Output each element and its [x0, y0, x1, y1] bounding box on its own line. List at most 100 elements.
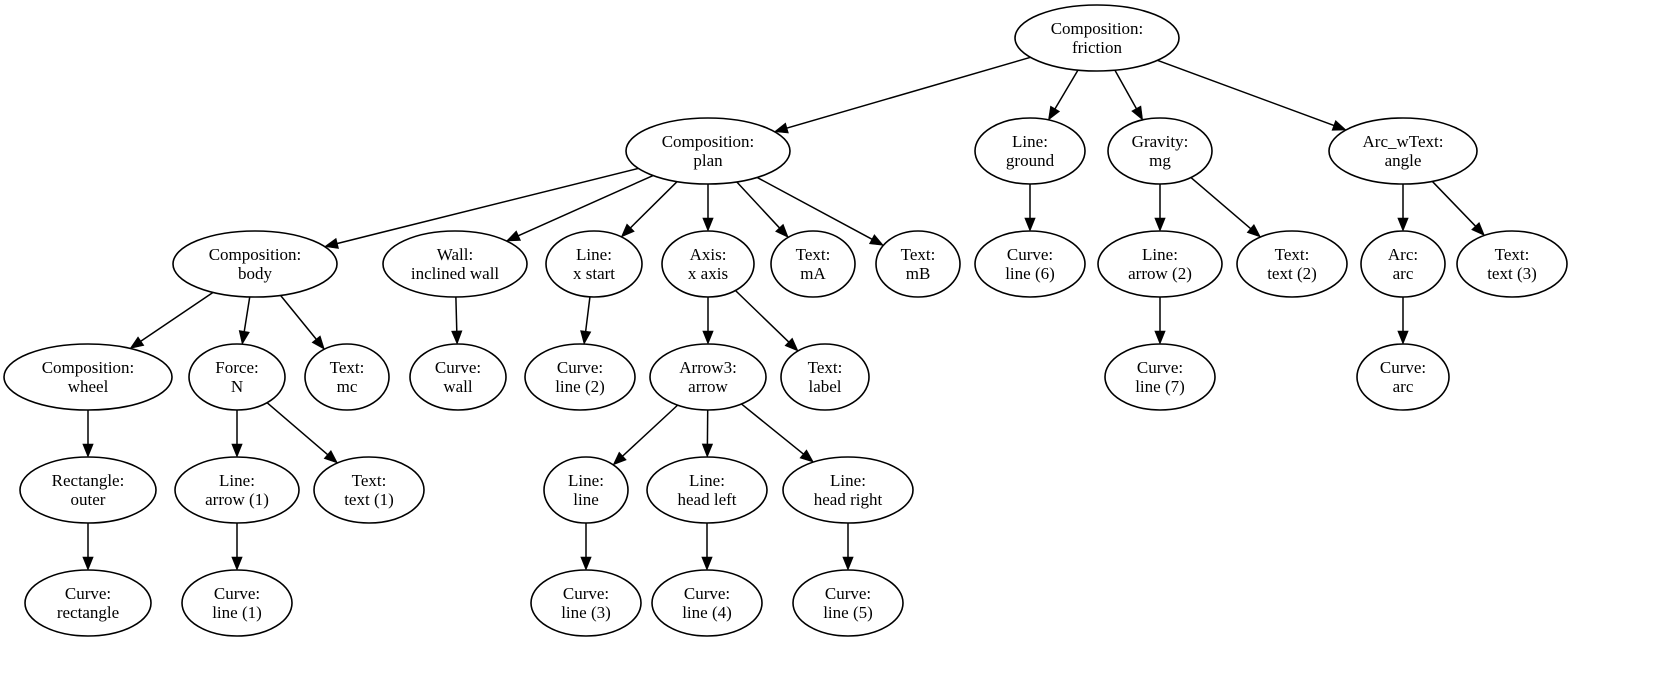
node-ellipse-shape [1328, 117, 1478, 185]
edge-line [1054, 69, 1079, 110]
graph-node[interactable]: Wall:inclined wall [382, 230, 528, 298]
edge-line [455, 296, 458, 332]
node-label-name: x axis [688, 264, 728, 283]
node-ellipse-shape [974, 117, 1086, 185]
graph-node[interactable]: Composition:plan [625, 117, 791, 185]
graph-node[interactable]: Curve:line (5) [792, 569, 904, 637]
node-label: Curve:line (3) [561, 584, 611, 622]
node-ellipse-shape [543, 456, 629, 524]
edge-arrowhead-icon [580, 330, 592, 345]
graph-node[interactable]: Text:mc [304, 343, 390, 411]
node-label-name: mB [906, 264, 931, 283]
node-label-name: line (5) [823, 603, 873, 622]
graph-node[interactable]: Text:mA [770, 230, 856, 298]
node-ellipse-shape [524, 343, 636, 411]
node-label-type: Wall: [437, 245, 473, 264]
graph-node[interactable]: Line:arrow (2) [1097, 230, 1223, 298]
graph-node[interactable]: Line:head right [782, 456, 914, 524]
node-label-name: line (1) [212, 603, 262, 622]
node-label: Curve:line (5) [823, 584, 873, 622]
node-ellipse-shape [1097, 230, 1223, 298]
graph-node[interactable]: Curve:line (3) [530, 569, 642, 637]
edge-arrowhead-icon [612, 451, 627, 466]
node-label-type: Curve: [65, 584, 111, 603]
graph-node[interactable]: Text:mB [875, 230, 961, 298]
graph-node[interactable]: Composition:friction [1014, 4, 1180, 72]
graph-node[interactable]: Curve:line (4) [651, 569, 763, 637]
node-label-type: Text: [352, 471, 387, 490]
node-ellipse-shape [24, 569, 152, 637]
edge-line [1431, 180, 1476, 227]
node-label: Composition:wheel [42, 358, 135, 396]
graph-node[interactable]: Rectangle:outer [19, 456, 157, 524]
node-label-type: Composition: [662, 132, 755, 151]
node-ellipse-shape [313, 456, 425, 524]
node-label-type: Line: [830, 471, 866, 490]
node-label: Text:mA [796, 245, 831, 283]
node-ellipse-shape [172, 230, 338, 298]
graph-node[interactable]: Line:x start [545, 230, 643, 298]
node-ellipse-shape [792, 569, 904, 637]
edge-arrowhead-icon [1154, 330, 1166, 345]
node-label-name: mc [337, 377, 358, 396]
graph-node[interactable]: Composition:body [172, 230, 338, 298]
graph-node[interactable]: Text:text (1) [313, 456, 425, 524]
graph-node[interactable]: Curve:line (6) [974, 230, 1086, 298]
node-label-type: Line: [576, 245, 612, 264]
graph-node[interactable]: Line:head left [646, 456, 768, 524]
node-label: Gravity:mg [1132, 132, 1189, 170]
edge-arrowhead-icon [231, 443, 243, 458]
graph-node[interactable]: Text:label [780, 343, 870, 411]
graph-node[interactable]: Arrow3:arrow [649, 343, 767, 411]
node-label: Curve:rectangle [57, 584, 119, 622]
node-label: Text:text (3) [1487, 245, 1537, 283]
graph-node[interactable]: Line:arrow (1) [174, 456, 300, 524]
node-ellipse-shape [174, 456, 300, 524]
graph-node[interactable]: Text:text (3) [1456, 230, 1568, 298]
node-label-type: Composition: [42, 358, 135, 377]
graph-node[interactable]: Arc_wText:angle [1328, 117, 1478, 185]
graph-node[interactable]: Text:text (2) [1236, 230, 1348, 298]
node-label-name: line (6) [1005, 264, 1055, 283]
node-ellipse-shape [382, 230, 528, 298]
node-label: Rectangle:outer [52, 471, 125, 509]
graph-node[interactable]: Curve:line (2) [524, 343, 636, 411]
graph-node[interactable]: Composition:wheel [3, 343, 173, 411]
edge-line [1114, 69, 1137, 109]
graph-node[interactable]: Curve:arc [1356, 343, 1450, 411]
edge-arrowhead-icon [620, 223, 635, 238]
node-label-name: wheel [68, 377, 109, 396]
node-label-name: head left [678, 490, 737, 509]
graph-node[interactable]: Arc:arc [1360, 230, 1446, 298]
graph-node[interactable]: Axis:x axis [661, 230, 755, 298]
node-label-name: line [573, 490, 599, 509]
graph-node[interactable]: Curve:rectangle [24, 569, 152, 637]
edge-arrowhead-icon [1246, 224, 1262, 238]
graph-node[interactable]: Line:line [543, 456, 629, 524]
node-label: Line:head right [814, 471, 883, 509]
edge-arrowhead-icon [799, 449, 815, 463]
graph-node[interactable]: Curve:line (7) [1104, 343, 1216, 411]
graph-node[interactable]: Curve:line (1) [181, 569, 293, 637]
edge-arrowhead-icon [231, 556, 243, 571]
node-ellipse-shape [780, 343, 870, 411]
node-label-type: Curve: [1137, 358, 1183, 377]
node-label-name: angle [1385, 151, 1422, 170]
node-ellipse-shape [1360, 230, 1446, 298]
node-label: Curve:line (7) [1135, 358, 1185, 396]
edge-line [337, 167, 639, 245]
graph-node[interactable]: Line:ground [974, 117, 1086, 185]
node-ellipse-shape [19, 456, 157, 524]
graph-node[interactable]: Force:N [188, 343, 286, 411]
graph-node[interactable]: Curve:wall [409, 343, 507, 411]
node-label-type: Arc_wText: [1363, 132, 1444, 151]
edge-arrowhead-icon [323, 450, 339, 464]
node-label-type: Gravity: [1132, 132, 1189, 151]
edges-layer [82, 56, 1486, 571]
node-ellipse-shape [782, 456, 914, 524]
graph-node[interactable]: Gravity:mg [1107, 117, 1213, 185]
node-label-name: line (7) [1135, 377, 1185, 396]
edge-arrowhead-icon [842, 556, 854, 571]
edge-arrowhead-icon [702, 330, 714, 345]
